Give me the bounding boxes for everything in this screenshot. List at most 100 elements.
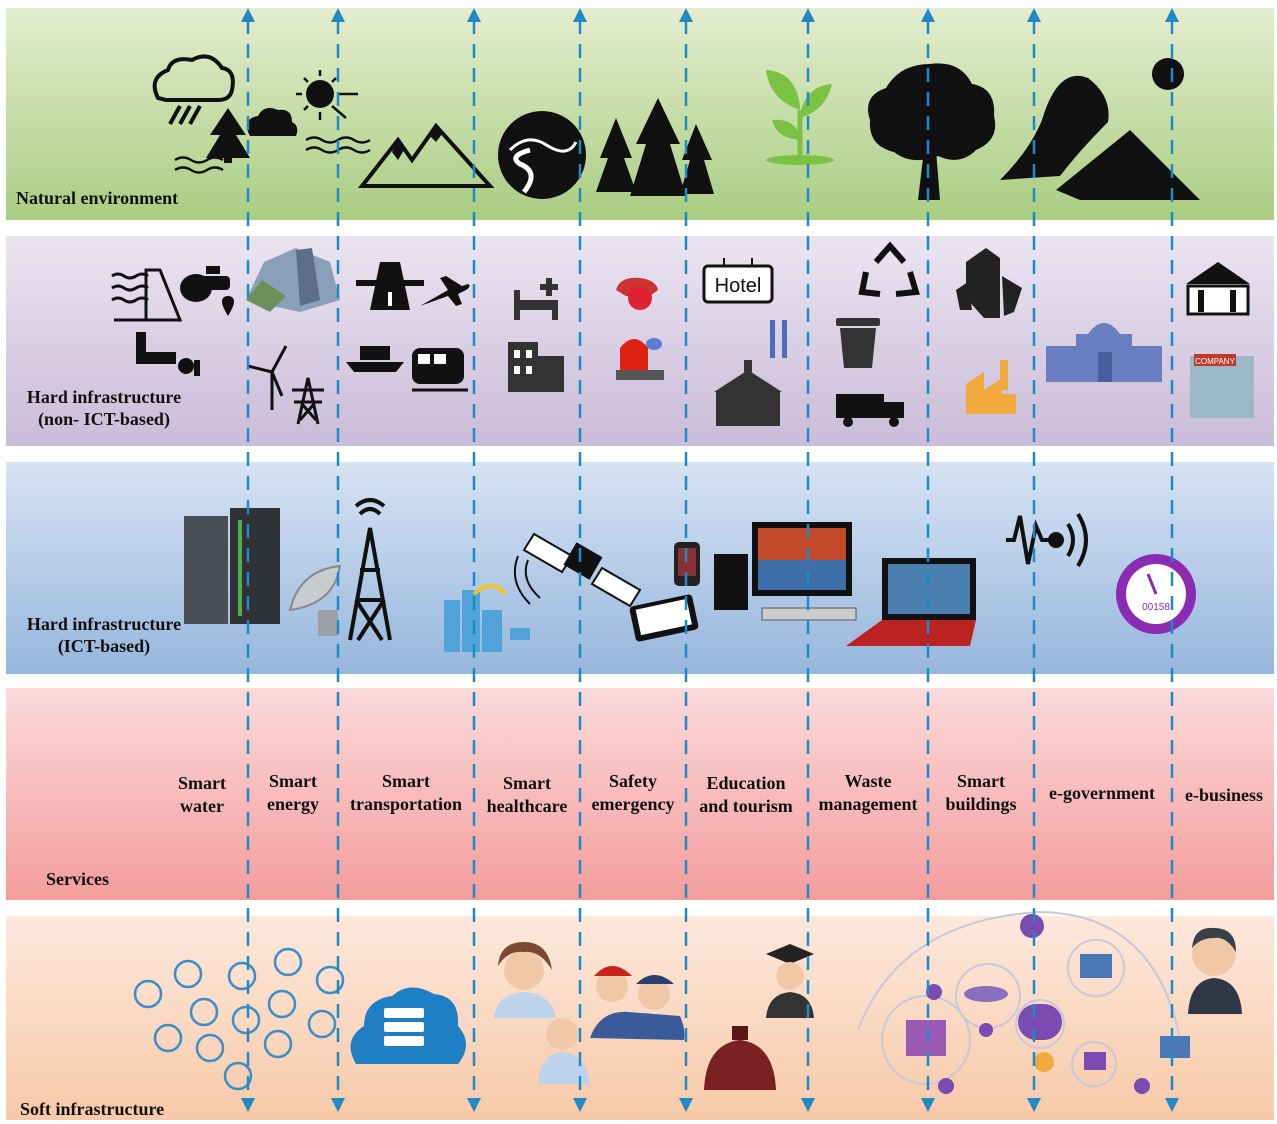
smart-devices-cluster-icon	[133, 947, 345, 1091]
mobile-phone-icon	[674, 542, 700, 586]
power-pylon-icon	[292, 377, 324, 425]
service-label-line1: Smart	[382, 771, 430, 791]
communication-satellite-icon	[514, 532, 642, 608]
service-arrow-head-down	[1027, 1098, 1041, 1112]
service-smart-transportation: Smart transportation	[340, 770, 472, 816]
service-label-line2: and tourism	[699, 796, 793, 816]
service-label-line2: healthcare	[486, 796, 568, 816]
hospital-bed-icon	[514, 278, 558, 320]
service-arrow-head-up	[241, 8, 255, 22]
service-label-line1: Waste	[844, 771, 892, 791]
service-arrow-head-down	[573, 1098, 587, 1112]
cloud-database-icon	[350, 987, 466, 1064]
service-label-line1: Smart	[957, 771, 1005, 791]
hard-infrastructure-ict-label: Hard infrastructure (ICT-based)	[18, 613, 190, 657]
service-label-line2: emergency	[591, 794, 675, 814]
services-layer	[6, 688, 1274, 900]
satellite-dish-icon	[288, 564, 342, 636]
natural-environment-label: Natural environment	[16, 188, 179, 208]
hotel-staff-icon	[704, 1026, 776, 1090]
hard-non-ict-label-line1: Hard infrastructure	[26, 387, 182, 407]
service-label-line2: management	[818, 794, 918, 814]
service-label-line2: energy	[267, 794, 319, 814]
service-education-tourism: Education and tourism	[688, 772, 804, 818]
business-person-icon	[1188, 927, 1242, 1014]
desktop-computer-icon	[714, 522, 857, 621]
smart-services-icons	[906, 914, 1190, 1094]
service-label-line1: Education	[706, 773, 786, 793]
soft-infrastructure-label: Soft infrastructure	[20, 1099, 165, 1119]
hotel-sign-icon: Hotel	[702, 258, 774, 304]
company-building-icon: COMPANY	[1190, 354, 1254, 418]
service-smart-buildings: Smart buildings	[932, 770, 1030, 816]
service-arrow-head-down	[331, 1098, 345, 1112]
service-arrow-head-down	[241, 1098, 255, 1112]
factory-icon	[966, 360, 1016, 414]
hard-ict-label-line1: Hard infrastructure	[26, 614, 182, 634]
airplane-icon	[420, 276, 470, 306]
dam-icon	[111, 268, 183, 322]
services-label: Services	[46, 869, 109, 889]
pine-forest-icon	[596, 98, 714, 196]
cutlery-icon	[770, 320, 787, 358]
service-label-line2: buildings	[945, 794, 1017, 814]
train-icon	[412, 348, 468, 392]
tree-icon	[868, 63, 996, 200]
service-label-line2: water	[180, 796, 224, 816]
service-arrow-head-up	[573, 8, 587, 22]
smart-meter-icon: 00158	[1116, 554, 1196, 634]
skyscrapers-icon	[956, 248, 1022, 318]
emergency-phone-icon	[616, 277, 658, 310]
garbage-truck-icon	[836, 394, 904, 427]
trash-bin-icon	[836, 318, 880, 368]
doctor-icon	[494, 942, 556, 1018]
hard-infrastructure-non-ict-label: Hard infrastructure (non- ICT-based)	[18, 386, 190, 430]
service-label-line1: e-business	[1184, 785, 1264, 805]
rain-cloud-icon	[152, 54, 235, 125]
service-e-business: e-business	[1174, 784, 1274, 807]
cell-tower-icon	[348, 498, 392, 642]
server-rack-icon	[184, 508, 280, 624]
siren-light-icon	[616, 338, 664, 380]
service-arrow-head-up	[467, 8, 481, 22]
mountains-icon	[357, 122, 495, 188]
service-e-government: e-government	[1036, 782, 1168, 805]
service-label-line1: e-government	[1049, 783, 1155, 803]
highway-icon	[356, 262, 424, 310]
service-arrow-head-down	[1165, 1098, 1179, 1112]
service-arrow-head-up	[921, 8, 935, 22]
water-pipe-icon	[136, 332, 200, 376]
ship-icon	[346, 346, 404, 372]
recycle-icon	[858, 241, 920, 297]
hard-non-ict-label-line2: (non- ICT-based)	[38, 409, 170, 429]
service-smart-energy: Smart energy	[250, 770, 336, 816]
service-arrow-head-up	[1027, 8, 1041, 22]
company-sign-text: COMPANY	[1195, 357, 1236, 366]
service-arrow-head-up	[1165, 8, 1179, 22]
river-landscape-icon	[498, 111, 586, 199]
hard-ict-label-line2: (ICT-based)	[57, 636, 151, 656]
sensor-signal-icon	[1006, 512, 1088, 568]
sun-over-water-icon	[296, 70, 371, 154]
tablet-icon	[629, 594, 699, 642]
service-label-line1: Smart	[178, 773, 226, 793]
service-smart-healthcare: Smart healthcare	[476, 772, 578, 818]
meter-reading-text: 00158	[1142, 602, 1170, 613]
service-label-line1: Safety	[609, 771, 657, 791]
service-arrow-head-down	[679, 1098, 693, 1112]
service-smart-water: Smart water	[160, 772, 244, 818]
mountain-sun-icon	[1000, 58, 1200, 200]
government-building-icon	[1046, 323, 1162, 382]
service-arrow-head-up	[679, 8, 693, 22]
service-label-line2: transportation	[350, 794, 462, 814]
service-label-line1: Smart	[269, 771, 317, 791]
patient-icon	[538, 1018, 590, 1084]
service-arrow-head-down	[467, 1098, 481, 1112]
service-waste-management: Waste management	[810, 770, 926, 816]
wind-turbine-icon	[247, 345, 288, 410]
water-tap-icon	[180, 266, 234, 316]
graduate-icon	[766, 944, 814, 1018]
smart-city-wifi-icon	[444, 584, 530, 652]
hospital-building-icon	[508, 342, 564, 392]
